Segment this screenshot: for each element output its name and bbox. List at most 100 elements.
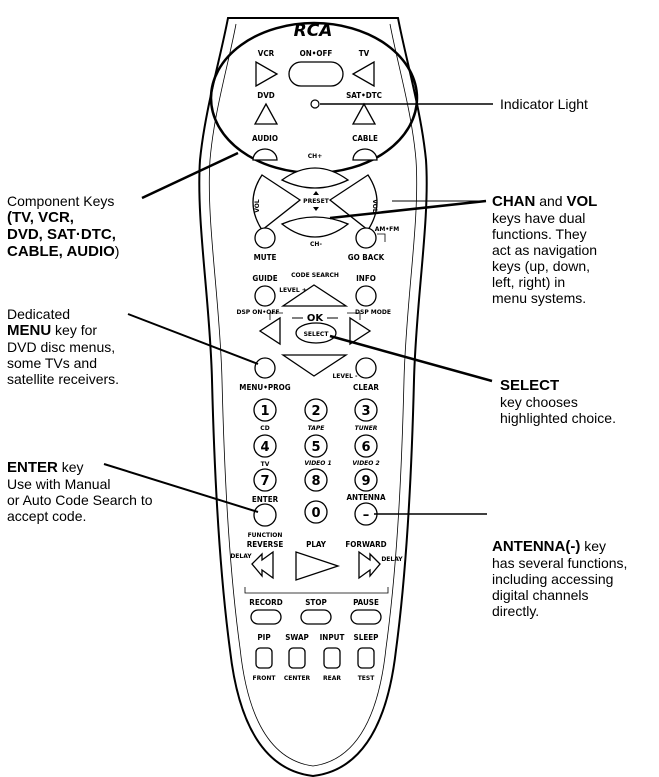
on-off-label: ON•OFF: [300, 49, 333, 58]
pip-button[interactable]: [255, 647, 273, 669]
enter-callout-line: or Auto Code Search to: [7, 492, 153, 508]
cd-label: CD: [260, 425, 269, 432]
digit-6-button[interactable]: [354, 434, 378, 458]
center-label: CENTER: [284, 675, 311, 682]
sat-dtc-button[interactable]: [351, 102, 377, 125]
menu-prog-button[interactable]: [254, 357, 276, 379]
mute-button[interactable]: [254, 227, 276, 249]
menu-callout-bold: MENU: [7, 322, 52, 339]
antenna-callout-rest: key: [580, 538, 607, 554]
digit-1-button[interactable]: [253, 398, 277, 422]
forward-label: FORWARD: [345, 540, 386, 549]
preset-label: PRESET: [303, 198, 330, 205]
digit-4-button[interactable]: [253, 434, 277, 458]
forward-button[interactable]: [358, 550, 381, 580]
menu-callout-line: DVD disc menus,: [7, 339, 116, 355]
chanvol-callout-vol: VOL: [566, 193, 598, 210]
tv-button[interactable]: [351, 60, 375, 88]
level-up-button[interactable]: [280, 284, 349, 307]
component-callout-line3: DVD, SAT·DTC,: [7, 226, 116, 243]
cable-button[interactable]: [352, 148, 378, 161]
brand-logo: RCA: [294, 21, 333, 41]
audio-button[interactable]: [252, 148, 278, 161]
stop-label: STOP: [305, 598, 326, 607]
digit-5-button[interactable]: [304, 434, 328, 458]
select-callout-bold: SELECT: [500, 377, 560, 394]
digit-0-button[interactable]: [304, 500, 328, 524]
delay-left-label: DELAY: [230, 553, 252, 560]
dsp-right-bracket: [347, 312, 361, 320]
digit-8-button[interactable]: [304, 468, 328, 492]
dsp-left-bracket: [269, 312, 283, 320]
component-callout-close: ): [114, 243, 120, 259]
pause-button[interactable]: [350, 609, 382, 625]
vcr-button[interactable]: [255, 60, 279, 88]
dsp-right-button[interactable]: [349, 316, 372, 346]
sleep-button[interactable]: [357, 647, 375, 669]
preset-down-arrow: [313, 207, 319, 211]
swap-label: SWAP: [285, 633, 309, 642]
on-off-button[interactable]: [288, 61, 344, 87]
reverse-button[interactable]: [251, 550, 274, 580]
digit-9-button[interactable]: [354, 468, 378, 492]
digit-1-label: 1: [260, 404, 269, 419]
antenna-callout-line: digital channels: [492, 587, 589, 603]
chanvol-callout-line: left, right) in: [492, 274, 566, 290]
chanvol-leader: [329, 199, 487, 220]
digit-6-label: 6: [361, 440, 370, 455]
level-minus-label: LEVEL -: [332, 373, 358, 380]
antenna-callout-line: has several functions,: [492, 555, 628, 571]
component-leader: [141, 151, 239, 200]
enter-button[interactable]: [253, 503, 277, 527]
record-button[interactable]: [250, 609, 282, 625]
digit-3-label: 3: [361, 404, 370, 419]
select-callout-heading: SELECT: [500, 377, 655, 394]
select-button[interactable]: [295, 322, 337, 344]
enter-callout-line: Use with Manual: [7, 476, 111, 492]
digit-2-button[interactable]: [304, 398, 328, 422]
ch-up-button[interactable]: [280, 167, 350, 189]
tape-label: TAPE: [308, 425, 326, 432]
digit-7-button[interactable]: [253, 468, 277, 492]
menu-callout-line: satellite receivers.: [7, 371, 120, 387]
clear-label: CLEAR: [353, 383, 379, 392]
chanvol-callout-line: keys have dual: [492, 210, 586, 226]
select-callout-line: key chooses: [500, 394, 578, 410]
ch-down-button[interactable]: [280, 216, 350, 238]
record-label: RECORD: [249, 598, 282, 607]
swap-button[interactable]: [288, 647, 306, 669]
chanvol-callout-line: menu systems.: [492, 290, 587, 306]
test-label: TEST: [358, 675, 376, 682]
level-down-button[interactable]: [280, 354, 349, 377]
remote-inner-edge: [208, 23, 418, 767]
stop-button[interactable]: [300, 609, 332, 625]
input-label: INPUT: [320, 633, 345, 642]
play-button[interactable]: [295, 551, 341, 581]
play-label: PLAY: [306, 540, 327, 549]
menu-callout-line1: Dedicated: [7, 306, 71, 322]
antenna-callout-line: including accessing: [492, 571, 614, 587]
dvd-button[interactable]: [253, 102, 279, 125]
dvd-label: DVD: [257, 91, 275, 100]
component-callout-lead: Component Keys: [7, 193, 115, 209]
menu-callout: Dedicated MENU key for DVD disc menus, s…: [7, 306, 177, 387]
input-button[interactable]: [323, 647, 341, 669]
tv-label: TV: [359, 49, 370, 58]
chanvol-callout-line: act as navigation: [492, 242, 598, 258]
info-button[interactable]: [355, 285, 377, 307]
component-callout-line2: (TV, VCR,: [7, 209, 74, 226]
front-label: FRONT: [253, 675, 277, 682]
am-fm-label: AM•FM: [375, 226, 400, 233]
guide-button[interactable]: [254, 285, 276, 307]
digit-3-button[interactable]: [354, 398, 378, 422]
go-back-button[interactable]: [355, 227, 377, 249]
dsp-left-button[interactable]: [258, 316, 281, 346]
antenna-label: ANTENNA: [346, 493, 385, 502]
menu-leader: [127, 313, 259, 365]
chanvol-callout-chan: CHAN: [492, 193, 536, 210]
ch-minus-label: CH-: [310, 241, 322, 248]
chanvol-callout-line: keys (up, down,: [492, 258, 591, 274]
clear-button[interactable]: [355, 357, 377, 379]
enter-callout-line: accept code.: [7, 508, 87, 524]
menu-callout-line: some TVs and: [7, 355, 98, 371]
